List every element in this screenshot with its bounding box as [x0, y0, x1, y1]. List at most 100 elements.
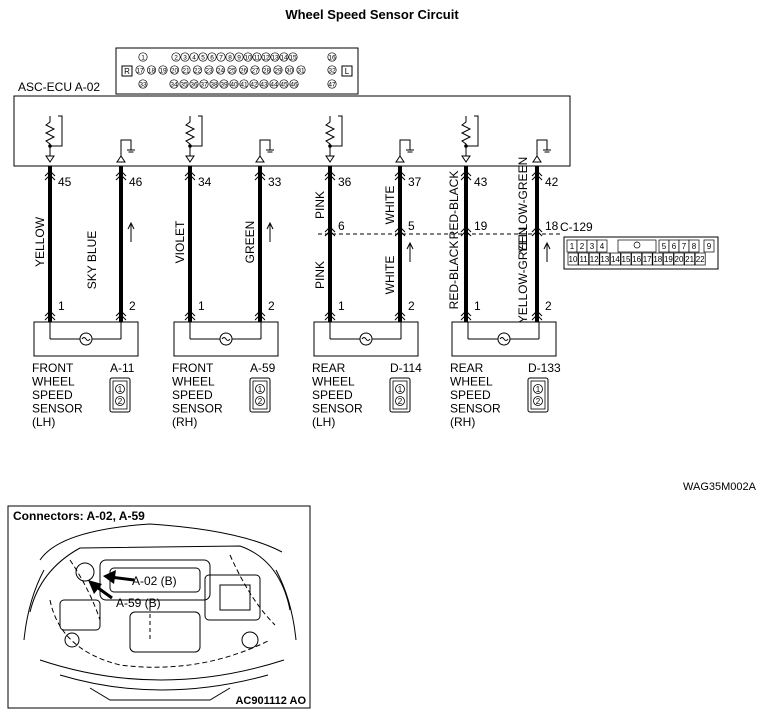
ecu-face-pin — [225, 52, 235, 62]
ecu-face-pin — [179, 79, 189, 89]
ecu-face-pin-number: 22 — [194, 68, 202, 75]
connector-locator-panel: Connectors: A-02, A-59 — [7, 505, 311, 709]
ecu-face-pin — [207, 52, 217, 62]
sensor-connector-pin — [115, 396, 125, 406]
wire-connector-mark — [254, 310, 266, 321]
sensor-connector-pin-number: 1 — [258, 385, 263, 394]
sensor-coil-icon — [81, 337, 91, 341]
ecu-pin-number: 45 — [58, 175, 72, 189]
ecu-pullup-resistor — [44, 116, 56, 150]
sensor-connector-pin-number: 2 — [536, 397, 541, 406]
callout-a02: A-02 (B) — [132, 574, 177, 588]
ecu-face-pin-number: 44 — [270, 82, 278, 89]
sensor-coil-icon — [499, 337, 509, 341]
figure-code-top: WAG35M002A — [683, 481, 757, 493]
sensor-connector-icon — [389, 377, 411, 413]
junction-face-pin-number: 21 — [685, 255, 694, 264]
ecu-face-pin-number: 33 — [139, 82, 147, 89]
junction-face-pin-number: 9 — [707, 242, 712, 251]
sensor-connector-pin — [395, 396, 405, 406]
sensor-name-line: WHEEL — [312, 375, 355, 389]
wire-color-label: WHITE — [383, 256, 397, 295]
sensor-name-line: WHEEL — [450, 375, 493, 389]
ecu-face-pin-number: 45 — [280, 82, 288, 89]
sensor-name-line: REAR — [312, 361, 346, 375]
sensor-name-line: WHEEL — [32, 375, 75, 389]
junction-face-pin — [641, 252, 653, 266]
junction-face-pin — [588, 252, 600, 266]
callout-a59: A-59 (B) — [116, 596, 161, 610]
ecu-face-pin-number: 47 — [328, 82, 336, 89]
ecu-face-pin-number: 38 — [210, 82, 218, 89]
wire-color-label: WHITE — [383, 186, 397, 225]
sensor-name-line: FRONT — [32, 361, 74, 375]
ecu-face-pin-number: 40 — [230, 82, 238, 89]
ecu-face-pin — [199, 79, 209, 89]
ecu-face-pin-number: 36 — [190, 82, 198, 89]
sensor-pin-number: 1 — [338, 299, 345, 313]
junction-face-pin — [663, 252, 674, 266]
junction-face-pin — [596, 239, 608, 253]
wire-color-label: GREEN — [243, 221, 257, 264]
sensor-pin-number: 1 — [198, 299, 205, 313]
sensor-name-line: FRONT — [172, 361, 214, 375]
ecu-face-pin-number: 6 — [210, 55, 214, 62]
ecu-face-pin — [239, 79, 249, 89]
ecu-face-pin — [219, 79, 229, 89]
junction-face-pin-number: 2 — [580, 242, 585, 251]
ecu-face-pin — [284, 65, 295, 75]
sensor-coil-icon — [361, 337, 371, 341]
ecu-face-pin-number: 43 — [260, 82, 268, 89]
ecu-face-pin — [252, 52, 262, 62]
sensor-name-line: SPEED — [32, 388, 73, 402]
wire-connector-mark — [44, 310, 56, 321]
ecu-face-pin-number: 29 — [274, 68, 282, 75]
ecu-ground-terminal — [255, 155, 265, 163]
ecu-face-left-key: R — [124, 67, 130, 76]
sensor-connector-icon — [527, 377, 549, 413]
sensor-name-line: SPEED — [312, 388, 353, 402]
ecu-face-pin-number: 17 — [136, 68, 144, 75]
junction-face-pin-number: 16 — [632, 255, 641, 264]
sensor-connector-label: A-59 — [250, 361, 276, 375]
wire-color-label: PINK — [313, 191, 327, 219]
ecu-face-pin-number: 10 — [244, 55, 252, 62]
ecu-internal-line — [259, 139, 271, 156]
junction-face-pin — [673, 252, 685, 266]
sensor-connector-pin — [533, 384, 543, 394]
sensor-connector-icon — [112, 380, 128, 410]
ecu-face-pin — [269, 79, 279, 89]
junction-face-pin-number: 15 — [622, 255, 631, 264]
ecu-pin-number: 37 — [408, 175, 422, 189]
ecu-face-pin — [327, 52, 337, 62]
ecu-node — [48, 144, 52, 148]
ecu-face-pin-number: 42 — [250, 82, 258, 89]
wire-connector-mark — [324, 310, 336, 321]
ecu-pin-number: 33 — [268, 175, 282, 189]
junction-face-pin-number: 14 — [611, 255, 620, 264]
junction-face-pin-number: 17 — [643, 255, 652, 264]
wire-color-label: YELLOW — [33, 216, 47, 267]
junction-face-pin-number: 3 — [590, 242, 595, 251]
ecu-face-pin-number: 12 — [262, 55, 270, 62]
wire-connector-mark — [531, 310, 543, 321]
ecu-face-pin — [192, 65, 203, 75]
ecu-face-pin — [209, 79, 219, 89]
signal-arrow — [266, 221, 274, 230]
sensor-connector-pin-number: 1 — [398, 385, 403, 394]
junction-face-pin-number: 6 — [672, 242, 677, 251]
sensor-name-line: SPEED — [172, 388, 213, 402]
ecu-internal-line — [536, 139, 548, 156]
ecu-face-pin — [198, 52, 208, 62]
junction-pin-number: 5 — [408, 219, 415, 233]
ecu-face-pin — [288, 52, 298, 62]
callout-arrow-a59 — [88, 580, 113, 600]
ecu-face-pin-number: 1 — [141, 55, 145, 62]
sensor-connector-label: D-133 — [528, 361, 561, 375]
ecu-face-pin-number: 18 — [148, 68, 156, 75]
sensor-connector-pin — [115, 384, 125, 394]
wire-connector-mark — [394, 170, 406, 181]
wire-connector-mark — [115, 170, 127, 181]
